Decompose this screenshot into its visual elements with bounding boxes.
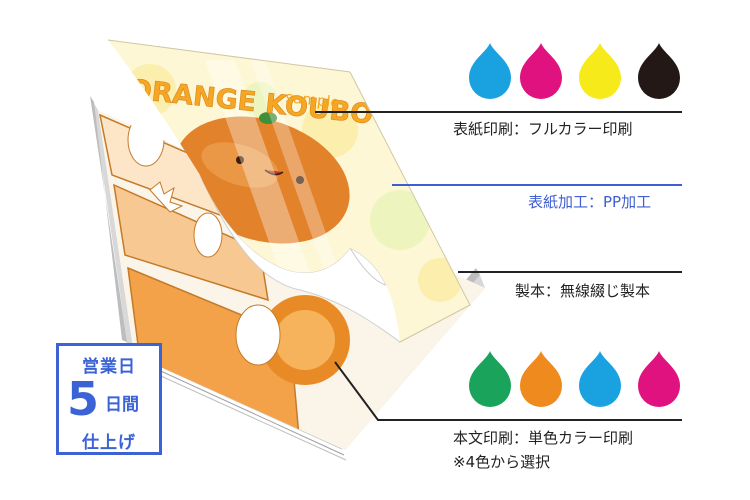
binding-label: 製本：無線綴じ製本 bbox=[515, 282, 651, 300]
body-print-label: 本文印刷：単色カラー印刷 bbox=[453, 429, 634, 447]
cover-print-label: 表紙印刷：フルカラー印刷 bbox=[453, 120, 633, 138]
badge-line3: 仕上げ bbox=[82, 433, 136, 453]
badge-line1: 営業日 bbox=[82, 357, 136, 377]
badge-line2: 日間 bbox=[105, 395, 139, 415]
body-note-label: ※4色から選択 bbox=[453, 453, 551, 471]
leader-body-print bbox=[334, 361, 682, 421]
turnaround-badge: 営業日 5 日間 仕上げ bbox=[56, 343, 162, 455]
cover-subtitle: sample bbox=[285, 88, 341, 112]
badge-digit: 5 bbox=[67, 372, 100, 426]
cover-finish-label: 表紙加工：PP加工 bbox=[528, 193, 652, 211]
